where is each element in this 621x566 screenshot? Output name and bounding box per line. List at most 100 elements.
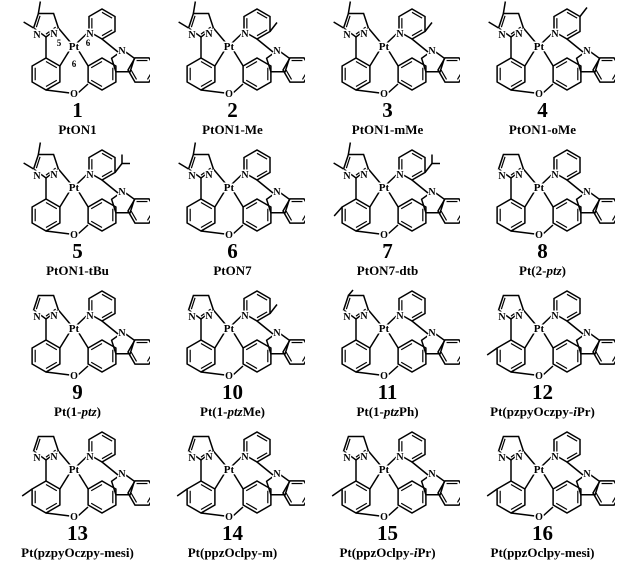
oxygen-label: O <box>225 89 233 100</box>
platinum-label: Pt <box>224 464 235 476</box>
azole-ring <box>497 435 525 461</box>
double-bond <box>130 69 138 80</box>
double-bond <box>411 152 423 160</box>
pt-c-bond <box>76 47 89 67</box>
nitrogen-label: N <box>86 311 94 322</box>
o-bond <box>232 83 244 94</box>
nitrogen-label: N <box>360 29 368 40</box>
double-bond <box>245 61 258 69</box>
double-bond <box>200 449 211 458</box>
pt-n-bond <box>212 27 227 44</box>
methyl-bond <box>23 162 35 170</box>
nitrogen-label: N <box>515 311 523 322</box>
nitrogen-label: N <box>273 187 281 198</box>
pyrrole-ring <box>110 190 136 214</box>
double-bond <box>45 502 58 510</box>
n-bond <box>101 320 119 335</box>
substituent-bond <box>486 488 498 497</box>
nitrogen-label: N <box>205 452 213 463</box>
compound-number: 2 <box>227 98 238 122</box>
pt-n-bond <box>386 30 400 44</box>
phenyl-ring <box>186 57 216 91</box>
double-bond <box>355 79 368 87</box>
oxygen-label: O <box>380 89 388 100</box>
pt-c-bond <box>541 47 554 67</box>
double-bond <box>355 361 368 369</box>
pt-n-bond <box>522 27 537 44</box>
benzo-ring <box>592 198 615 224</box>
double-bond <box>566 452 578 460</box>
double-bond <box>355 449 366 458</box>
double-bond <box>566 434 578 442</box>
double-bond <box>400 343 413 351</box>
oxygen-label: O <box>70 89 78 100</box>
n-bond <box>256 38 274 53</box>
pt-n-bond <box>76 312 90 326</box>
compound-name: PtON1-tBu <box>0 264 155 277</box>
double-bond <box>510 61 523 69</box>
o-bond <box>387 224 399 235</box>
double-bond <box>45 79 58 87</box>
nitrogen-label: N <box>33 30 41 41</box>
double-bond <box>146 73 150 80</box>
oxygen-label: O <box>70 230 78 241</box>
compound-number: 10 <box>222 380 243 404</box>
double-bond <box>400 502 413 510</box>
platinum-label: Pt <box>379 323 390 335</box>
n-bond <box>411 320 429 335</box>
oxygen-label: O <box>380 230 388 241</box>
double-bond <box>345 438 351 451</box>
pt-c-bond <box>231 470 244 490</box>
phenyl-ring <box>31 57 61 91</box>
compound-number: 13 <box>67 521 88 545</box>
double-bond <box>510 449 521 458</box>
o-bond <box>387 83 399 94</box>
methyl-bond <box>37 1 42 14</box>
double-bond <box>355 343 368 351</box>
compound-name: Pt(2-ptz) <box>465 264 620 277</box>
double-bond <box>90 343 103 351</box>
substituent-bond <box>176 488 188 497</box>
o-bond <box>355 371 381 376</box>
oxygen-label: O <box>535 371 543 382</box>
nitrogen-label: N <box>396 170 404 181</box>
carbazole-ring <box>242 198 272 232</box>
compound-name-italic: ptz <box>227 404 243 419</box>
o-bond <box>542 365 554 376</box>
methyl-bond <box>23 21 35 29</box>
nitrogen-label: N <box>86 452 94 463</box>
pt-c-bond <box>541 470 554 490</box>
o-bond <box>45 230 71 235</box>
double-bond <box>190 15 196 28</box>
compound-name-part: PtON1 <box>58 122 97 137</box>
nitrogen-label: N <box>583 328 591 339</box>
compound-number: 12 <box>532 380 553 404</box>
pt-c-bond <box>369 188 382 208</box>
nitrogen-label: N <box>273 469 281 480</box>
o-bond <box>77 83 89 94</box>
n-bond <box>566 38 584 53</box>
double-bond <box>256 452 268 460</box>
o-bond <box>232 365 244 376</box>
nitrogen-label: N <box>241 170 249 181</box>
pt-n-bond <box>212 309 227 326</box>
nitrogen-label: N <box>498 171 506 182</box>
double-bond <box>146 496 150 503</box>
methyl-bond <box>192 142 197 155</box>
double-bond <box>101 452 113 460</box>
nitrogen-label: N <box>551 29 559 40</box>
double-bond <box>456 496 460 503</box>
double-bond <box>190 438 196 451</box>
double-bond <box>45 220 58 228</box>
pt-c-bond <box>59 47 72 67</box>
benzo-ring <box>592 57 615 83</box>
